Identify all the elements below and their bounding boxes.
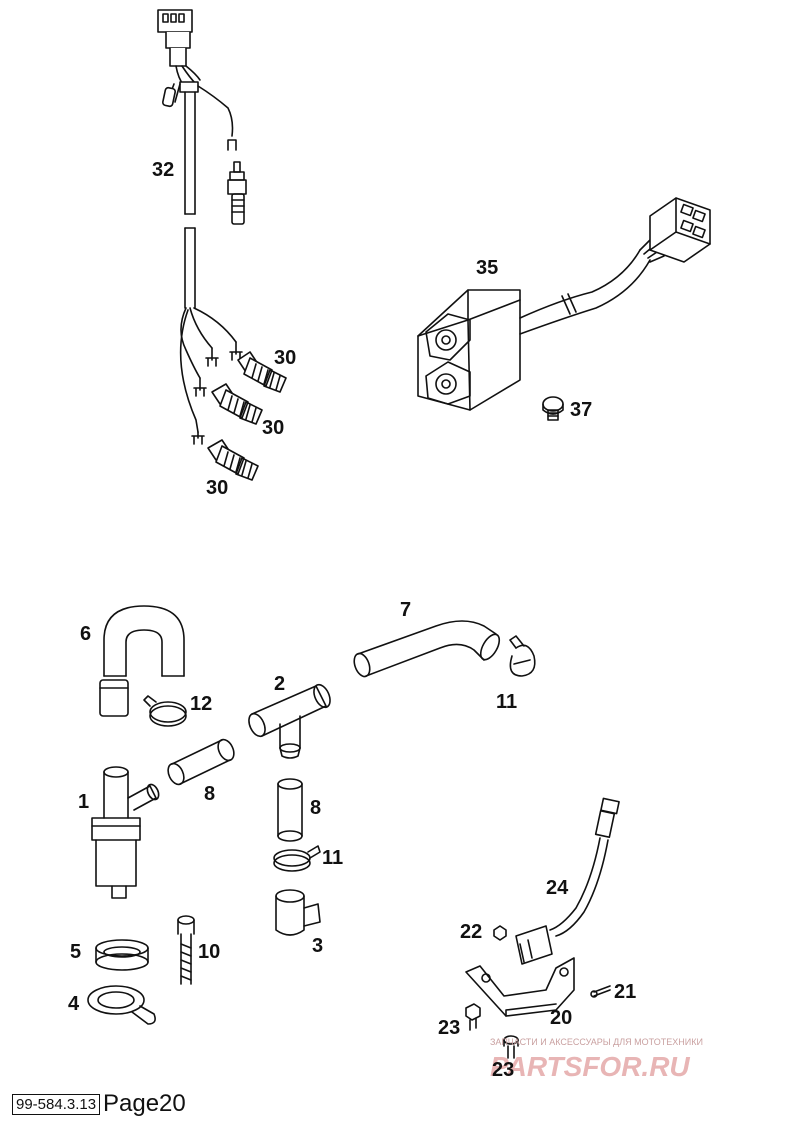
callout-11-b: 11 xyxy=(322,847,343,869)
callout-21: 21 xyxy=(614,981,636,1003)
callout-1: 1 xyxy=(78,791,89,813)
callout-23-b: 23 xyxy=(492,1059,514,1081)
bolt-23-a xyxy=(465,1003,481,1031)
control-unit-35 xyxy=(417,197,711,411)
gasket-4 xyxy=(87,985,156,1025)
watermark: ЗАПЧАСТИ И АКСЕССУАРЫ ДЛЯ МОТОТЕХНИКИ PA… xyxy=(490,1037,703,1082)
callout-3: 3 xyxy=(312,935,323,957)
callout-20: 20 xyxy=(550,1007,572,1029)
callout-22: 22 xyxy=(460,921,482,943)
callout-11-a: 11 xyxy=(496,691,517,713)
callout-2: 2 xyxy=(274,673,285,695)
page-number: Page20 xyxy=(103,1090,186,1117)
callout-37: 37 xyxy=(570,399,592,421)
callout-12: 12 xyxy=(190,693,212,715)
valve-1 xyxy=(91,766,160,899)
short-hose-8-a xyxy=(167,738,235,786)
wiring-harness-32 xyxy=(157,9,247,445)
watermark-caption: ЗАПЧАСТИ И АКСЕССУАРЫ ДЛЯ МОТОТЕХНИКИ xyxy=(490,1037,703,1047)
bent-hose-7 xyxy=(353,620,501,678)
bolt-10 xyxy=(177,915,195,985)
callout-4: 4 xyxy=(68,993,80,1015)
callout-23-a: 23 xyxy=(438,1017,460,1039)
sealing-ring-5 xyxy=(95,939,149,971)
callout-7: 7 xyxy=(400,599,411,621)
short-hose-8-b xyxy=(277,778,303,842)
callout-30-c: 30 xyxy=(206,477,228,499)
u-hose-6 xyxy=(99,605,185,717)
sensor-24 xyxy=(515,797,620,965)
callout-35: 35 xyxy=(476,257,498,279)
screw-21 xyxy=(590,985,611,998)
hose-clamp-11-b xyxy=(273,845,321,872)
temperature-switch-30-c xyxy=(207,439,259,481)
watermark-logo: PARTSFOR.RU xyxy=(490,1051,690,1082)
temperature-switch-30-a xyxy=(237,351,287,393)
callout-10: 10 xyxy=(198,941,220,963)
bolt-23-b xyxy=(503,1035,519,1059)
temperature-switch-30-b xyxy=(211,383,263,425)
callout-8-b: 8 xyxy=(310,797,321,819)
hose-clamp-12 xyxy=(143,695,187,727)
t-piece-2 xyxy=(248,683,331,759)
hose-clamp-11-a xyxy=(509,635,536,677)
screw-37 xyxy=(542,396,564,421)
callout-24: 24 xyxy=(546,877,569,899)
callout-6: 6 xyxy=(80,623,91,645)
elbow-cap-3 xyxy=(275,889,321,936)
callout-32: 32 xyxy=(152,159,174,181)
callout-30-b: 30 xyxy=(262,417,284,439)
callout-30-a: 30 xyxy=(274,347,296,369)
nut-22 xyxy=(493,925,507,941)
callout-5: 5 xyxy=(70,941,81,963)
drawing-reference-number: 99-584.3.13 xyxy=(12,1094,101,1115)
bracket-20 xyxy=(465,957,575,1017)
callout-8-a: 8 xyxy=(204,783,215,805)
